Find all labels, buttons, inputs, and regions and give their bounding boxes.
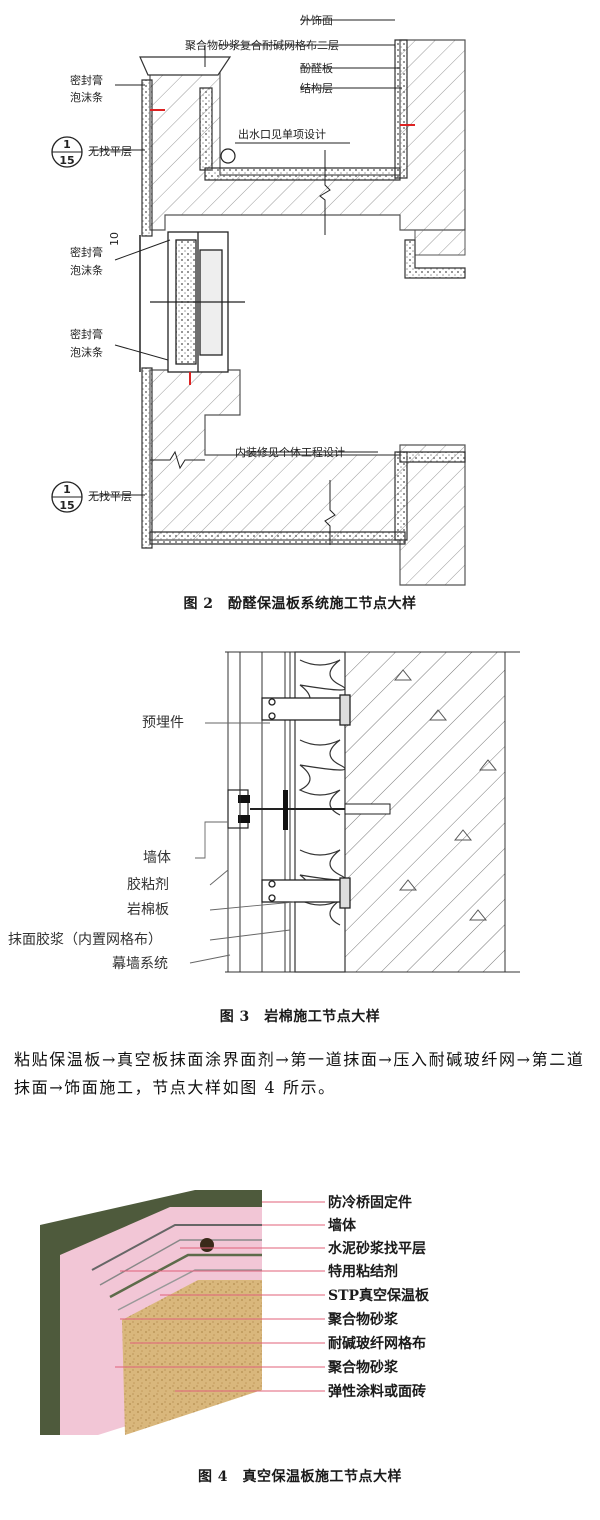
anchor-bolt: [227, 780, 391, 840]
label-outer-finish: 外饰面: [300, 13, 333, 27]
figure-4-drawing: 防冷桥固定件 墙体 水泥砂浆找平层 特用粘结剂 STP真空保温板 聚合物砂浆 耐…: [40, 1190, 430, 1435]
label-wall: 墙体: [143, 850, 171, 866]
label-interior-note: 内装修见个体工程设计: [235, 445, 345, 459]
svg-text:1: 1: [63, 483, 71, 496]
sealant-marks: [150, 109, 415, 385]
label-foam-bot: 泡沫条: [70, 345, 103, 359]
figure-4-caption: 图 4 真空保温板施工节点大样: [197, 1469, 403, 1485]
svg-text:15: 15: [59, 499, 74, 512]
svg-text:1: 1: [63, 138, 71, 151]
embedded-bracket: [261, 694, 351, 909]
label-dimension: 10: [108, 232, 121, 246]
label-sealant-top: 密封膏: [70, 73, 103, 87]
label-elastic-coating: 弹性涂料或面砖: [328, 1383, 426, 1400]
figure-2-caption: 图 2 酚醛保温板系统施工节点大样: [183, 596, 417, 612]
window-frame: [150, 231, 245, 373]
label-sealant-mid: 密封膏: [70, 245, 103, 259]
label-stp-board: STP真空保温板: [328, 1287, 430, 1304]
label-foam-mid: 泡沫条: [70, 263, 103, 277]
label-foam-top: 泡沫条: [70, 90, 103, 104]
label-curtain-wall: 幕墙系统: [112, 956, 168, 972]
figure-2-drawing: 1 15 1 15 外饰面 聚合物砂浆复合耐碱网格布二层 酚醛板 结构层 密封膏…: [51, 13, 466, 586]
label-no-leveling-bot: 无找平层: [88, 489, 132, 503]
svg-text:15: 15: [59, 154, 74, 167]
label-adhesive: 胶粘剂: [127, 876, 169, 893]
structure-wall: [149, 39, 466, 586]
label-drain-note: 出水口见单项设计: [238, 127, 326, 141]
figure-3-caption: 图 3 岩棉施工节点大样: [219, 1009, 381, 1025]
label-polymer-mortar-1: 聚合物砂浆: [327, 1311, 399, 1328]
label-special-adhesive: 特用粘结剂: [328, 1263, 398, 1280]
figure-3-drawing: 预埋件 墙体 胶粘剂 岩棉板 抹面胶浆（内置网格布） 幕墙系统: [8, 651, 520, 973]
section-callout-top: 1 15: [51, 136, 83, 168]
parapet-cap: [139, 56, 232, 76]
label-anti-bridge-fixer: 防冷桥固定件: [328, 1194, 412, 1211]
label-no-leveling-top: 无找平层: [88, 144, 132, 158]
body-paragraph: 粘贴保温板→真空板抹面涂界面剂→第一道抹面→压入耐碱玻纤网→第二道抹面→饰面施工…: [14, 1050, 585, 1097]
phenolic-insulation: [141, 39, 466, 549]
section-callout-bottom: 1 15: [51, 481, 83, 513]
label-sealant-bot: 密封膏: [70, 327, 103, 341]
label-mesh-layers: 聚合物砂浆复合耐碱网格布二层: [185, 38, 339, 52]
label-plaster: 抹面胶浆（内置网格布）: [8, 931, 162, 948]
label-wall: 墙体: [328, 1217, 357, 1234]
anchor-fixer: [200, 1238, 214, 1252]
label-glass-fiber-mesh: 耐碱玻纤网格布: [328, 1335, 426, 1352]
label-rockwool: 岩棉板: [127, 901, 169, 918]
label-cement-leveling: 水泥砂浆找平层: [328, 1240, 426, 1257]
drain-outlet: [220, 148, 236, 164]
label-embedded-part: 预埋件: [142, 715, 184, 731]
label-structure-layer: 结构层: [300, 81, 333, 95]
label-polymer-mortar-2: 聚合物砂浆: [327, 1359, 399, 1376]
label-phenolic-board: 酚醛板: [300, 61, 333, 75]
